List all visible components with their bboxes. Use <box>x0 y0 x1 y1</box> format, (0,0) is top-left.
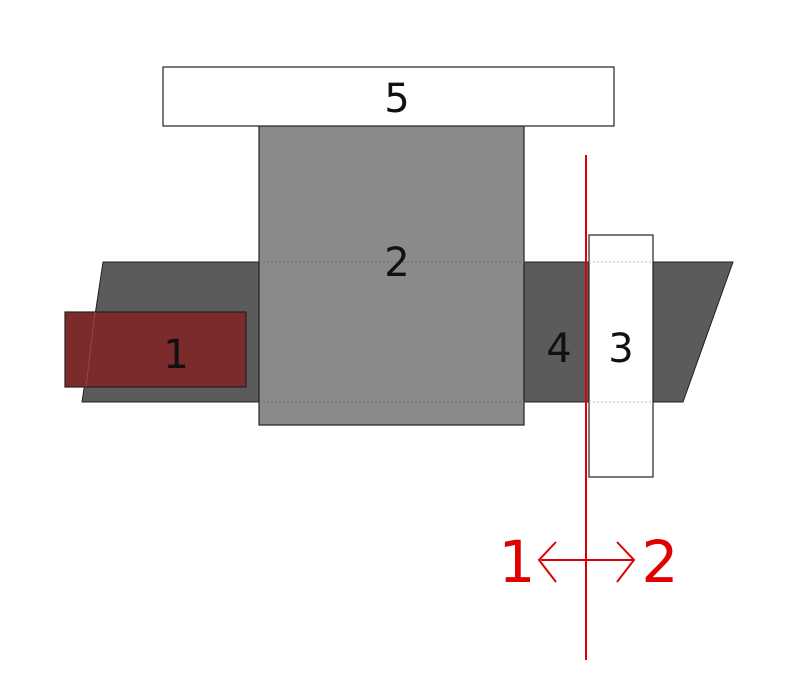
part-3-block <box>588 234 654 478</box>
label-part-1: 1 <box>163 332 188 378</box>
label-side-left: 1 <box>499 528 536 596</box>
part-1-block <box>64 311 247 388</box>
label-part-4: 4 <box>546 326 571 372</box>
label-part-3: 3 <box>608 326 633 372</box>
bar-edge-slant-hidden <box>85 311 96 388</box>
part-5-block <box>162 66 615 127</box>
label-part-5: 5 <box>384 76 409 122</box>
arrow-left-head <box>537 541 557 583</box>
label-side-right: 2 <box>642 528 679 596</box>
arrow-right-head <box>616 541 636 583</box>
part-2-block <box>258 124 525 426</box>
label-part-2: 2 <box>384 240 409 286</box>
